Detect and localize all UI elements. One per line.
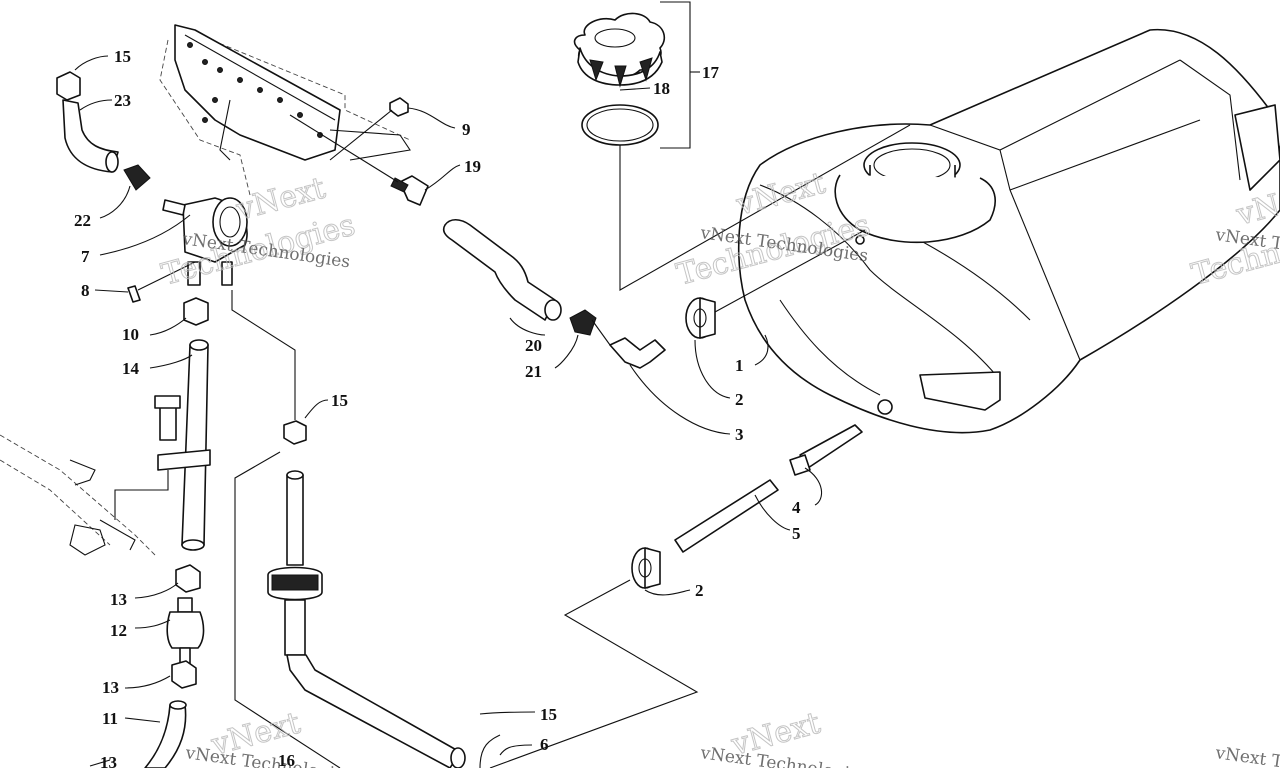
fitting-10 bbox=[149, 297, 209, 336]
hose-clamp-left bbox=[114, 395, 211, 520]
callout-23: 23 bbox=[114, 91, 131, 110]
callout-14: 14 bbox=[122, 359, 140, 378]
hose-clamp-22 bbox=[99, 164, 151, 219]
callout-21: 21 bbox=[525, 362, 542, 381]
callout-18: 18 bbox=[653, 79, 670, 98]
fuel-cap-gasket bbox=[581, 104, 659, 146]
elbow-fitting bbox=[591, 319, 731, 435]
fuel-hose-5 bbox=[674, 479, 791, 553]
callout-13: 13 bbox=[100, 753, 117, 768]
callout-5: 5 bbox=[792, 524, 801, 543]
fuel-hose-16 bbox=[267, 470, 466, 768]
callout-7: 7 bbox=[81, 247, 90, 266]
callout-16: 16 bbox=[278, 751, 295, 768]
callout-22: 22 bbox=[74, 211, 91, 230]
mounting-bracket bbox=[159, 24, 411, 196]
callout-3: 3 bbox=[735, 425, 744, 444]
callout-2: 2 bbox=[735, 390, 744, 409]
callout-1: 1 bbox=[735, 356, 744, 375]
callout-labels: 15 23 22 7 8 10 14 13 12 13 11 13 16 15 … bbox=[74, 47, 801, 768]
fitting-15b bbox=[283, 399, 329, 445]
vent-hose bbox=[62, 99, 119, 173]
fitting-13a bbox=[134, 564, 201, 599]
fuel-tank bbox=[737, 28, 1280, 434]
vent-hose-20 bbox=[442, 218, 562, 336]
callout-20: 20 bbox=[525, 336, 542, 355]
callout-4: 4 bbox=[792, 498, 801, 517]
callout-15: 15 bbox=[540, 705, 557, 724]
callout-13: 13 bbox=[102, 678, 119, 697]
callout-19: 19 bbox=[464, 157, 481, 176]
callout-15: 15 bbox=[114, 47, 131, 66]
callout-8: 8 bbox=[81, 281, 90, 300]
watermark-text-6: vNext Technologies bbox=[1213, 743, 1280, 768]
fuel-hose-14 bbox=[149, 339, 209, 551]
callout-12: 12 bbox=[110, 621, 127, 640]
fuel-hose-11 bbox=[124, 700, 187, 768]
screw bbox=[94, 261, 196, 303]
callout-11: 11 bbox=[102, 709, 118, 728]
hose-clip-upper bbox=[289, 114, 461, 206]
callout-17: 17 bbox=[702, 63, 720, 82]
callout-13: 13 bbox=[110, 590, 127, 609]
callout-10: 10 bbox=[122, 325, 139, 344]
fuel-valve bbox=[99, 197, 248, 286]
nut bbox=[329, 97, 456, 161]
frame-section-left bbox=[0, 434, 156, 556]
grommet-upper bbox=[685, 229, 866, 399]
fuel-cap bbox=[573, 12, 666, 88]
callout-9: 9 bbox=[462, 120, 471, 139]
callout-15: 15 bbox=[331, 391, 348, 410]
grommet-lower bbox=[489, 547, 699, 768]
hose-clamp-21 bbox=[554, 309, 597, 369]
fitting-13b bbox=[124, 660, 197, 689]
vent-cap bbox=[56, 55, 109, 101]
outlet-fitting bbox=[789, 424, 863, 506]
fuel-filter bbox=[134, 597, 205, 666]
callout-2: 2 bbox=[695, 581, 704, 600]
callout-6: 6 bbox=[540, 735, 549, 754]
